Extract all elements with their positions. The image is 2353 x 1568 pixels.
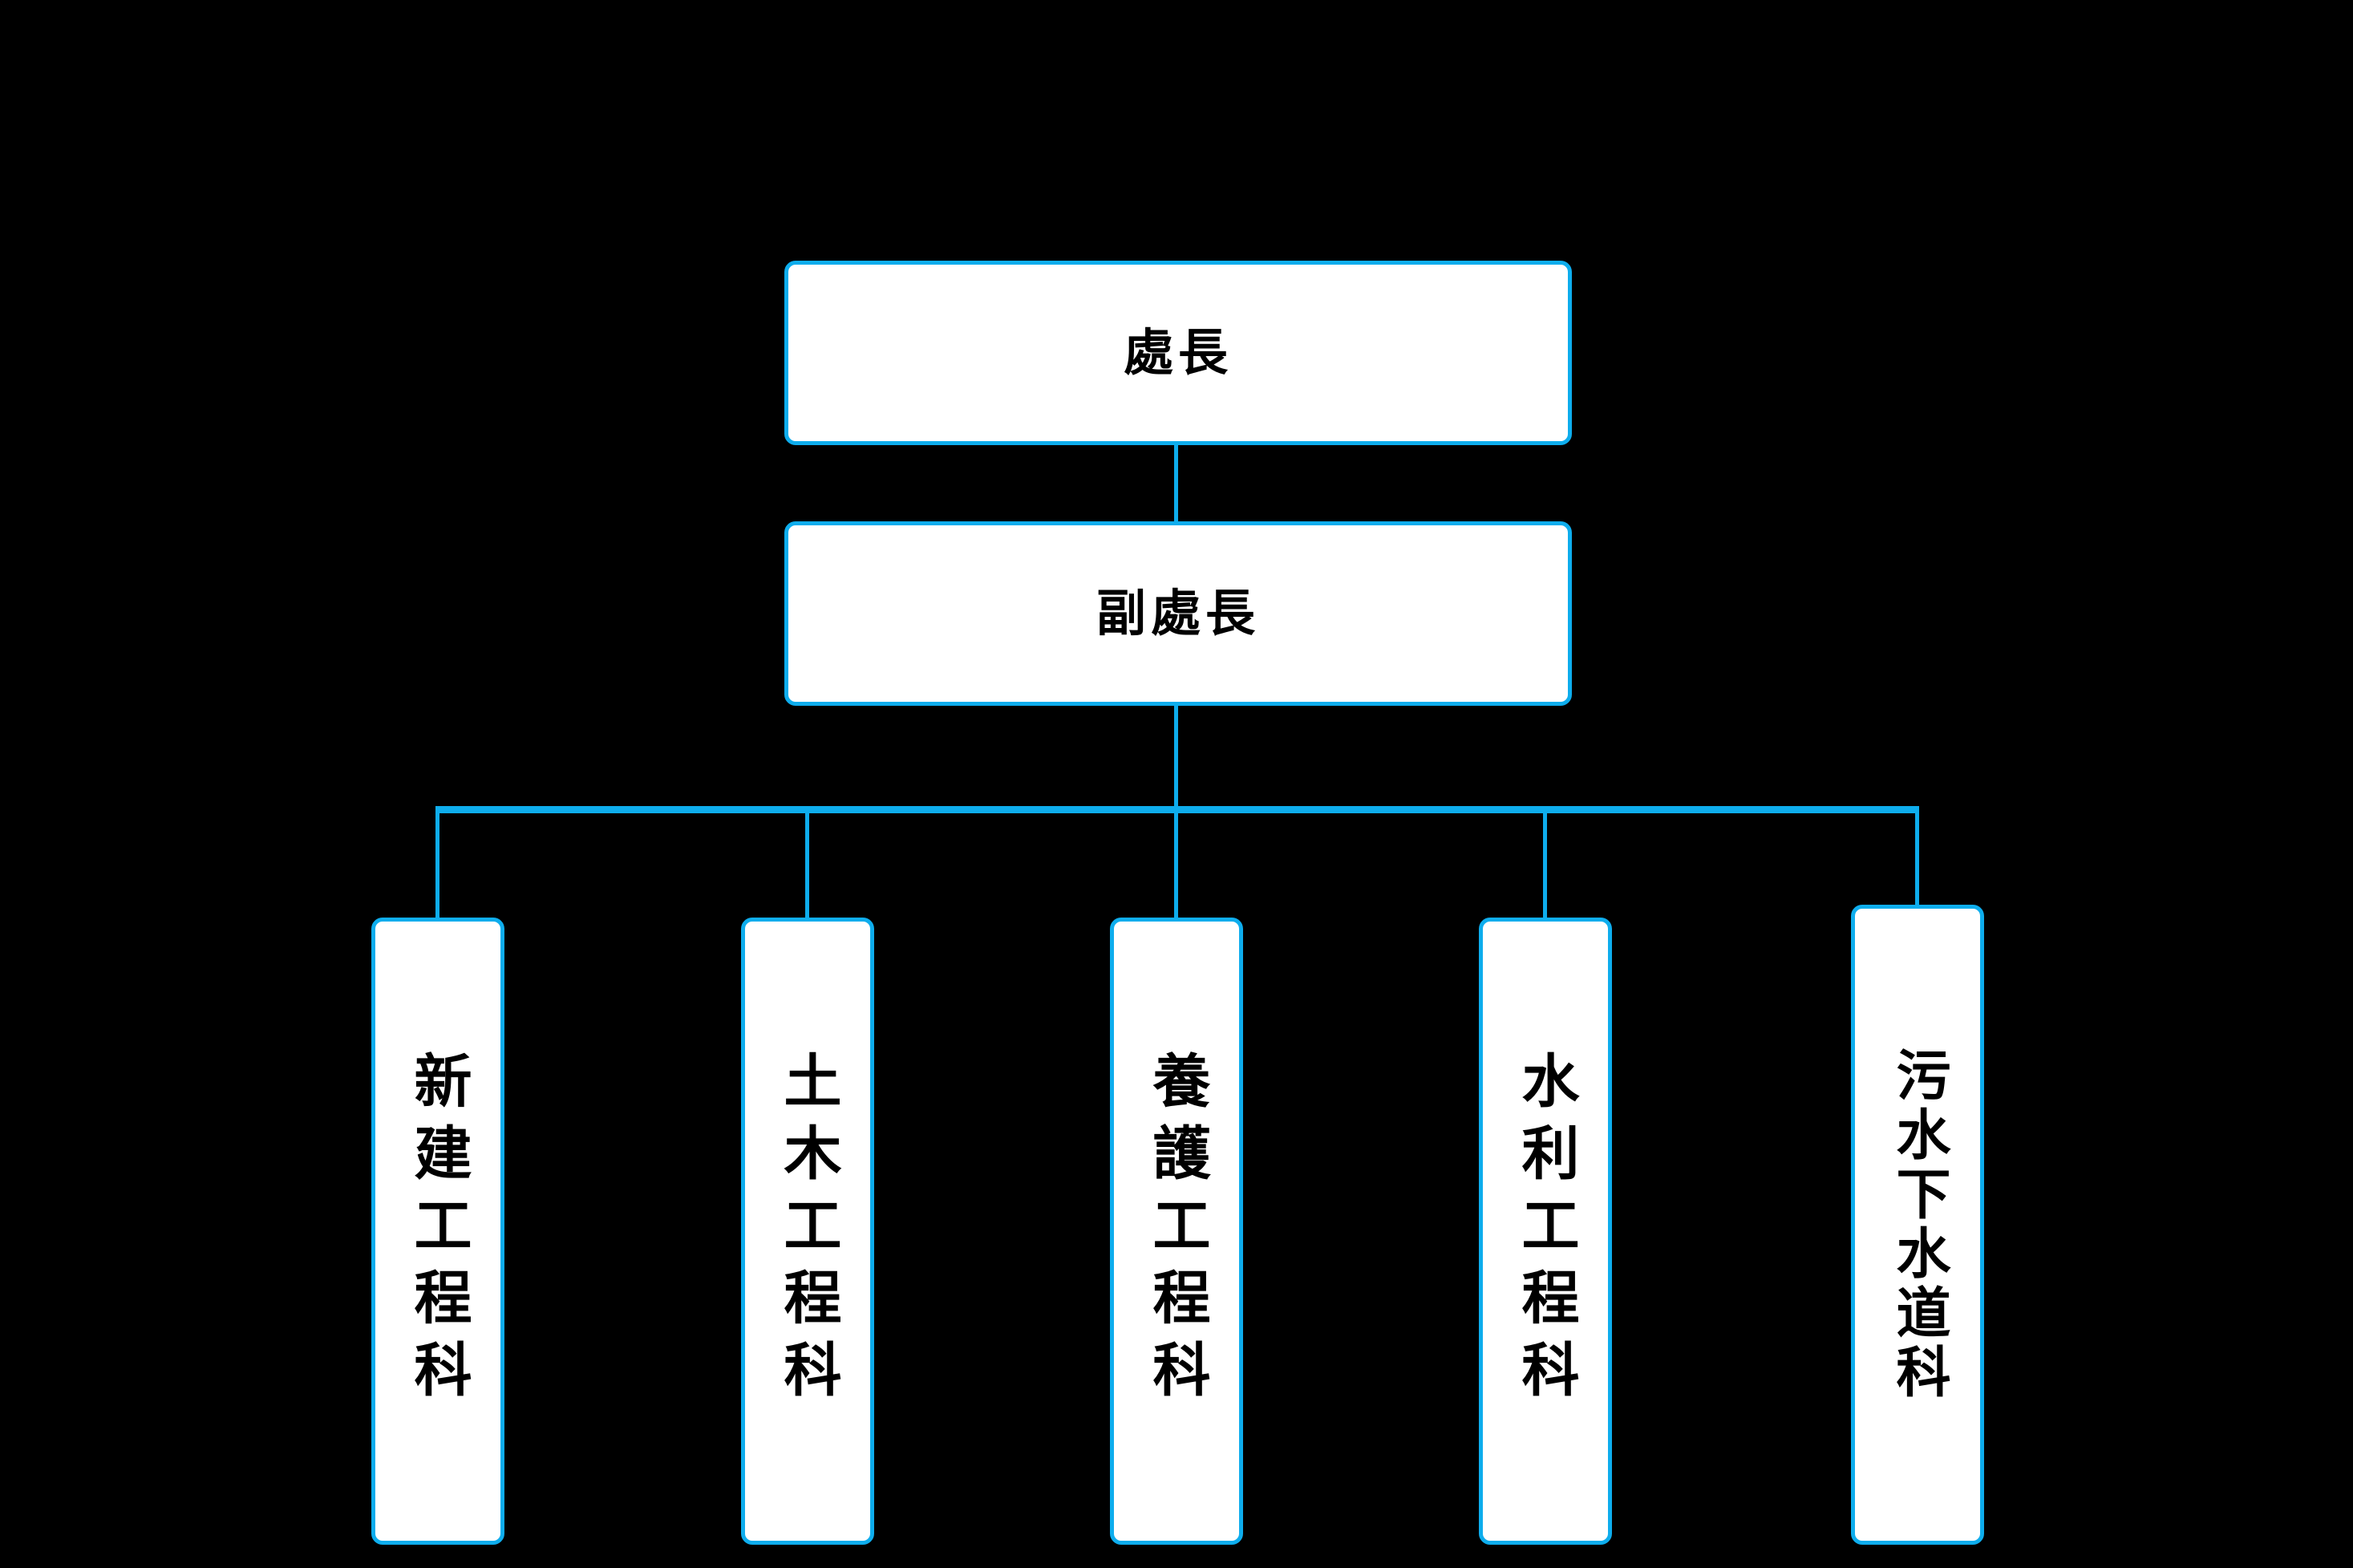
connector-drop-section-5 (1915, 809, 1919, 918)
connector-director-to-deputy (1174, 445, 1178, 521)
connector-drop-section-1 (435, 809, 439, 918)
org-node-section-hydraulic-engineering[interactable]: 水利工程科 (1479, 918, 1612, 1545)
org-node-section-sewerage[interactable]: 污水下水道科 (1851, 905, 1984, 1545)
org-node-section-civil-engineering-label: 土木工程科 (774, 1051, 841, 1412)
org-node-section-civil-engineering[interactable]: 土木工程科 (741, 918, 874, 1545)
org-node-section-maintenance-engineering-label: 養護工程科 (1143, 1051, 1210, 1412)
connector-drop-section-4 (1543, 809, 1547, 918)
org-node-section-new-construction-label: 新建工程科 (404, 1051, 472, 1412)
connector-drop-section-3 (1174, 809, 1178, 918)
org-node-director-label: 處長 (1123, 323, 1233, 382)
org-node-section-sewerage-label: 污水下水道科 (1886, 1047, 1950, 1403)
connector-drop-section-2 (805, 809, 809, 918)
org-node-section-hydraulic-engineering-label: 水利工程科 (1512, 1051, 1579, 1412)
org-node-section-new-construction[interactable]: 新建工程科 (371, 918, 504, 1545)
org-node-director[interactable]: 處長 (784, 261, 1572, 445)
org-node-deputy-director[interactable]: 副處長 (784, 521, 1572, 706)
org-node-deputy-director-label: 副處長 (1096, 584, 1260, 642)
org-node-section-maintenance-engineering[interactable]: 養護工程科 (1110, 918, 1243, 1545)
connector-deputy-to-bus (1174, 706, 1178, 809)
